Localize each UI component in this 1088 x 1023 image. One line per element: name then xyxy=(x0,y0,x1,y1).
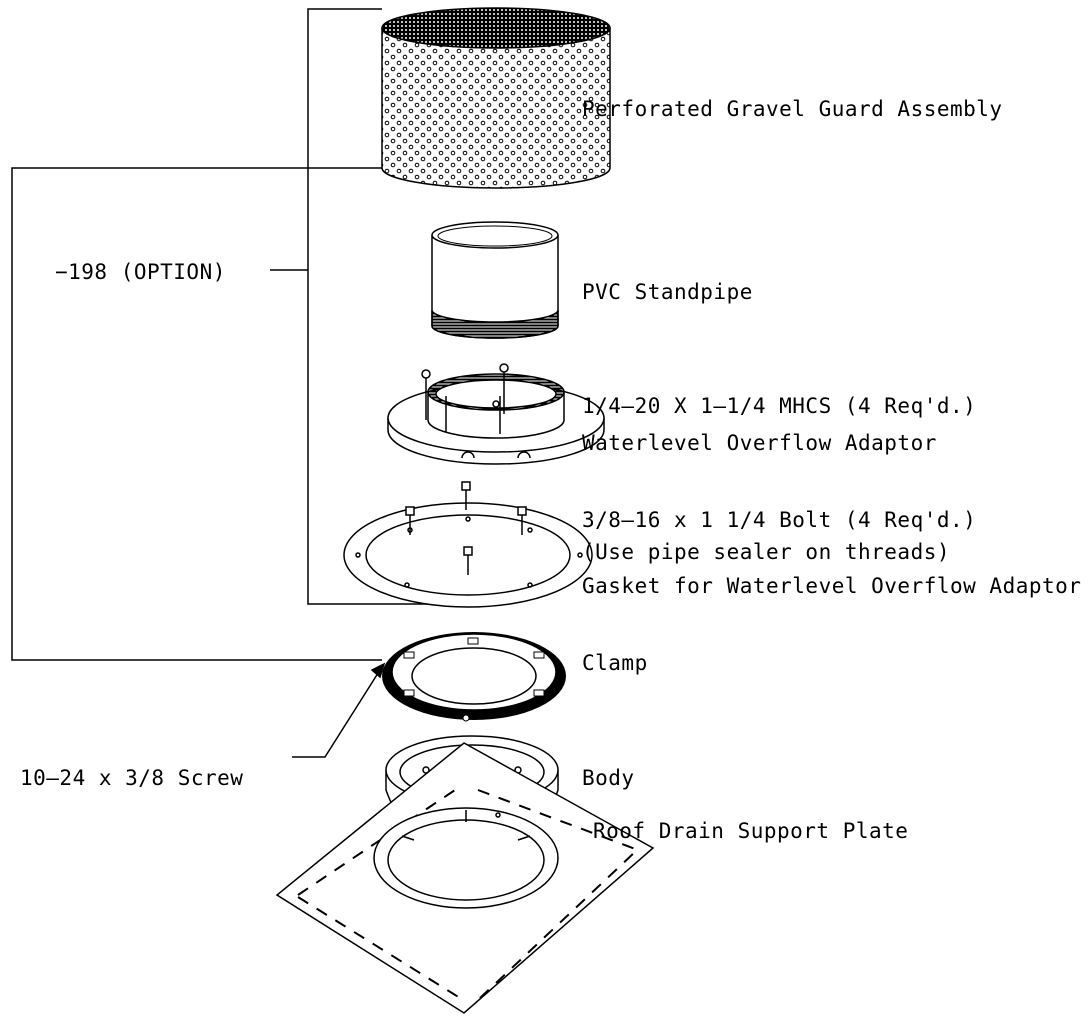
gasket-drawing xyxy=(343,481,593,608)
adaptor-drawing xyxy=(387,363,605,465)
mhcs-screws xyxy=(421,363,509,434)
label-screw: 10–24 x 3/8 Screw xyxy=(20,766,243,790)
label-gravel-guard: Perforated Gravel Guard Assembly xyxy=(582,97,1003,121)
label-mhcs: 1/4–20 X 1–1/4 MHCS (4 Req'd.) xyxy=(582,394,976,418)
standpipe-drawing xyxy=(431,221,559,339)
label-gasket: Gasket for Waterlevel Overflow Adaptor xyxy=(582,574,1081,598)
label-clamp: Clamp xyxy=(582,651,648,675)
support-plate-drawing xyxy=(275,742,655,1014)
clamp-drawing xyxy=(382,632,566,722)
bolts xyxy=(405,481,527,575)
gravel-guard-drawing xyxy=(381,7,611,189)
label-sealer: (Use pipe sealer on threads) xyxy=(582,540,950,564)
label-option: −198 (OPTION) xyxy=(55,260,226,284)
screw-leader-arrow xyxy=(292,662,386,758)
label-body: Body xyxy=(582,766,635,790)
label-support-plate: Roof Drain Support Plate xyxy=(593,819,908,843)
label-bolt: 3/8–16 x 1 1/4 Bolt (4 Req'd.) xyxy=(582,508,976,532)
label-standpipe: PVC Standpipe xyxy=(582,280,753,304)
clamp-leader-line xyxy=(11,167,382,661)
label-adaptor: Waterlevel Overflow Adaptor xyxy=(582,431,937,455)
option-bracket xyxy=(270,8,430,605)
